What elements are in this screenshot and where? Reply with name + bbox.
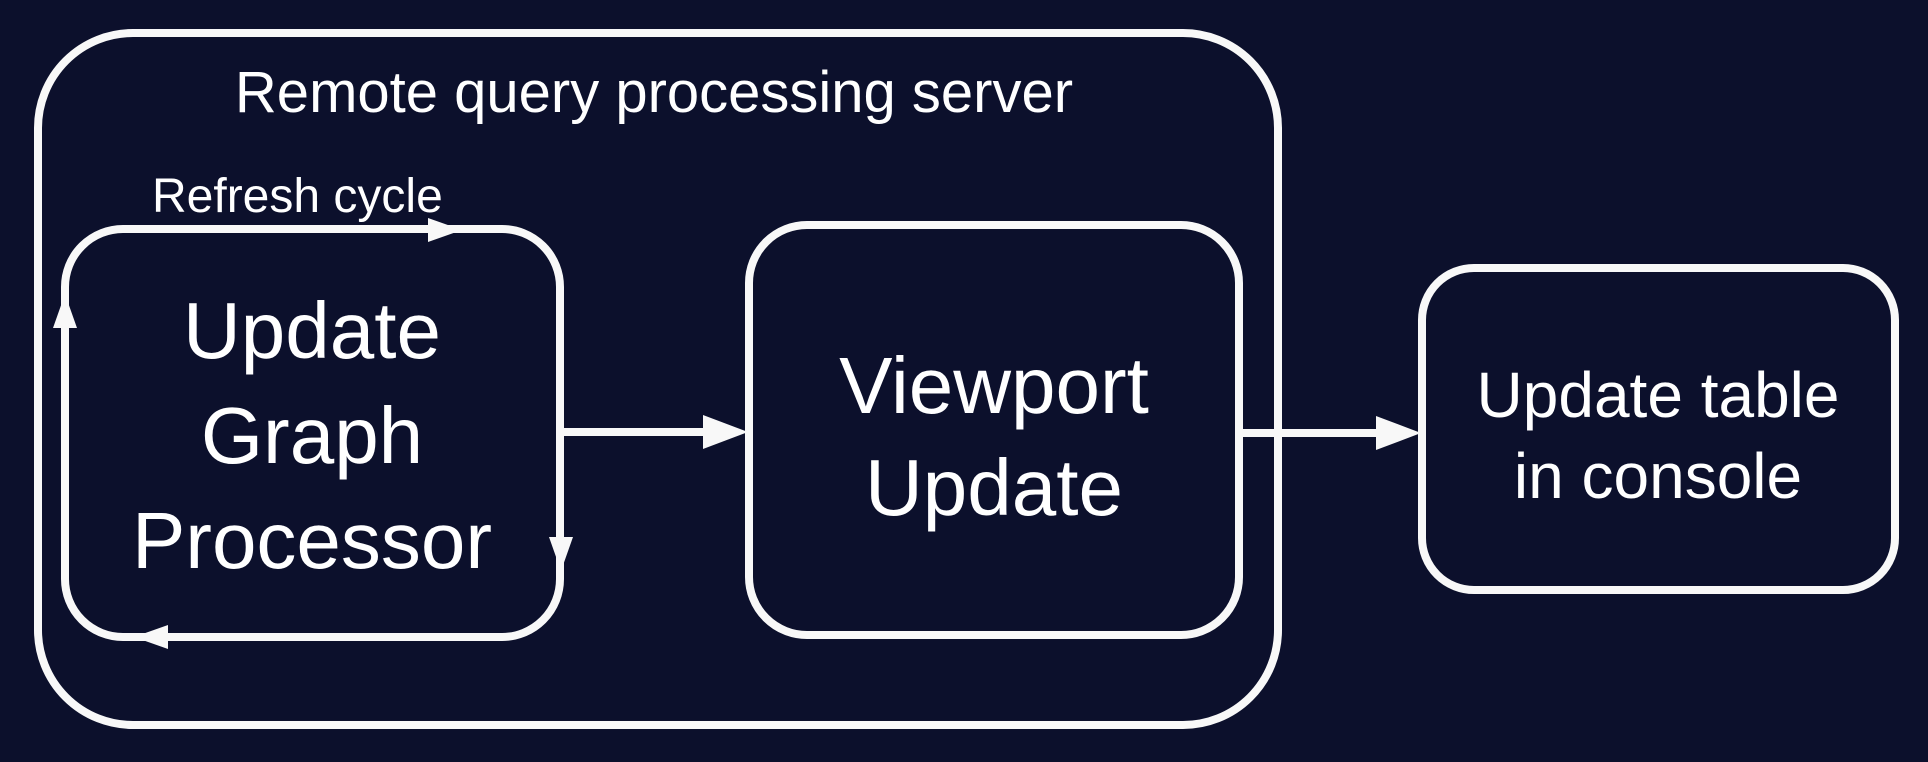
container-title: Remote query processing server (235, 60, 1073, 125)
refresh-cycle-down-arrowhead (549, 537, 573, 571)
node-update-table-in-console: Update table in console (1418, 264, 1899, 594)
node-viewport-update-label-line: Update (865, 443, 1123, 532)
node-update-graph-processor: Update Graph Processor (53, 218, 573, 649)
node-update-table-in-console-label-line: in console (1514, 440, 1802, 512)
edge-ugp-to-viewport (562, 415, 748, 449)
node-update-table-in-console-box (1418, 264, 1899, 594)
node-update-graph-processor-label-line: Graph (201, 391, 423, 480)
edge-ugp-to-viewport-arrowhead (703, 415, 748, 449)
node-update-graph-processor-box (61, 225, 564, 641)
refresh-cycle-right-arrowhead (428, 218, 462, 242)
node-update-graph-processor-label-line: Update (183, 286, 441, 375)
refresh-cycle-label: Refresh cycle (152, 170, 443, 223)
edge-viewport-to-table-arrowhead (1376, 416, 1421, 450)
edge-viewport-to-table (1241, 416, 1421, 450)
node-viewport-update: Viewport Update (745, 221, 1243, 639)
refresh-cycle-up-arrowhead (53, 294, 77, 328)
refresh-cycle-left-arrowhead (134, 625, 168, 649)
node-update-graph-processor-label-line: Processor (132, 496, 492, 585)
node-update-table-in-console-label-line: Update table (1477, 359, 1840, 431)
node-viewport-update-box (745, 221, 1243, 639)
node-viewport-update-label-line: Viewport (839, 341, 1149, 430)
container-remote-query-processing-server (34, 29, 1282, 729)
